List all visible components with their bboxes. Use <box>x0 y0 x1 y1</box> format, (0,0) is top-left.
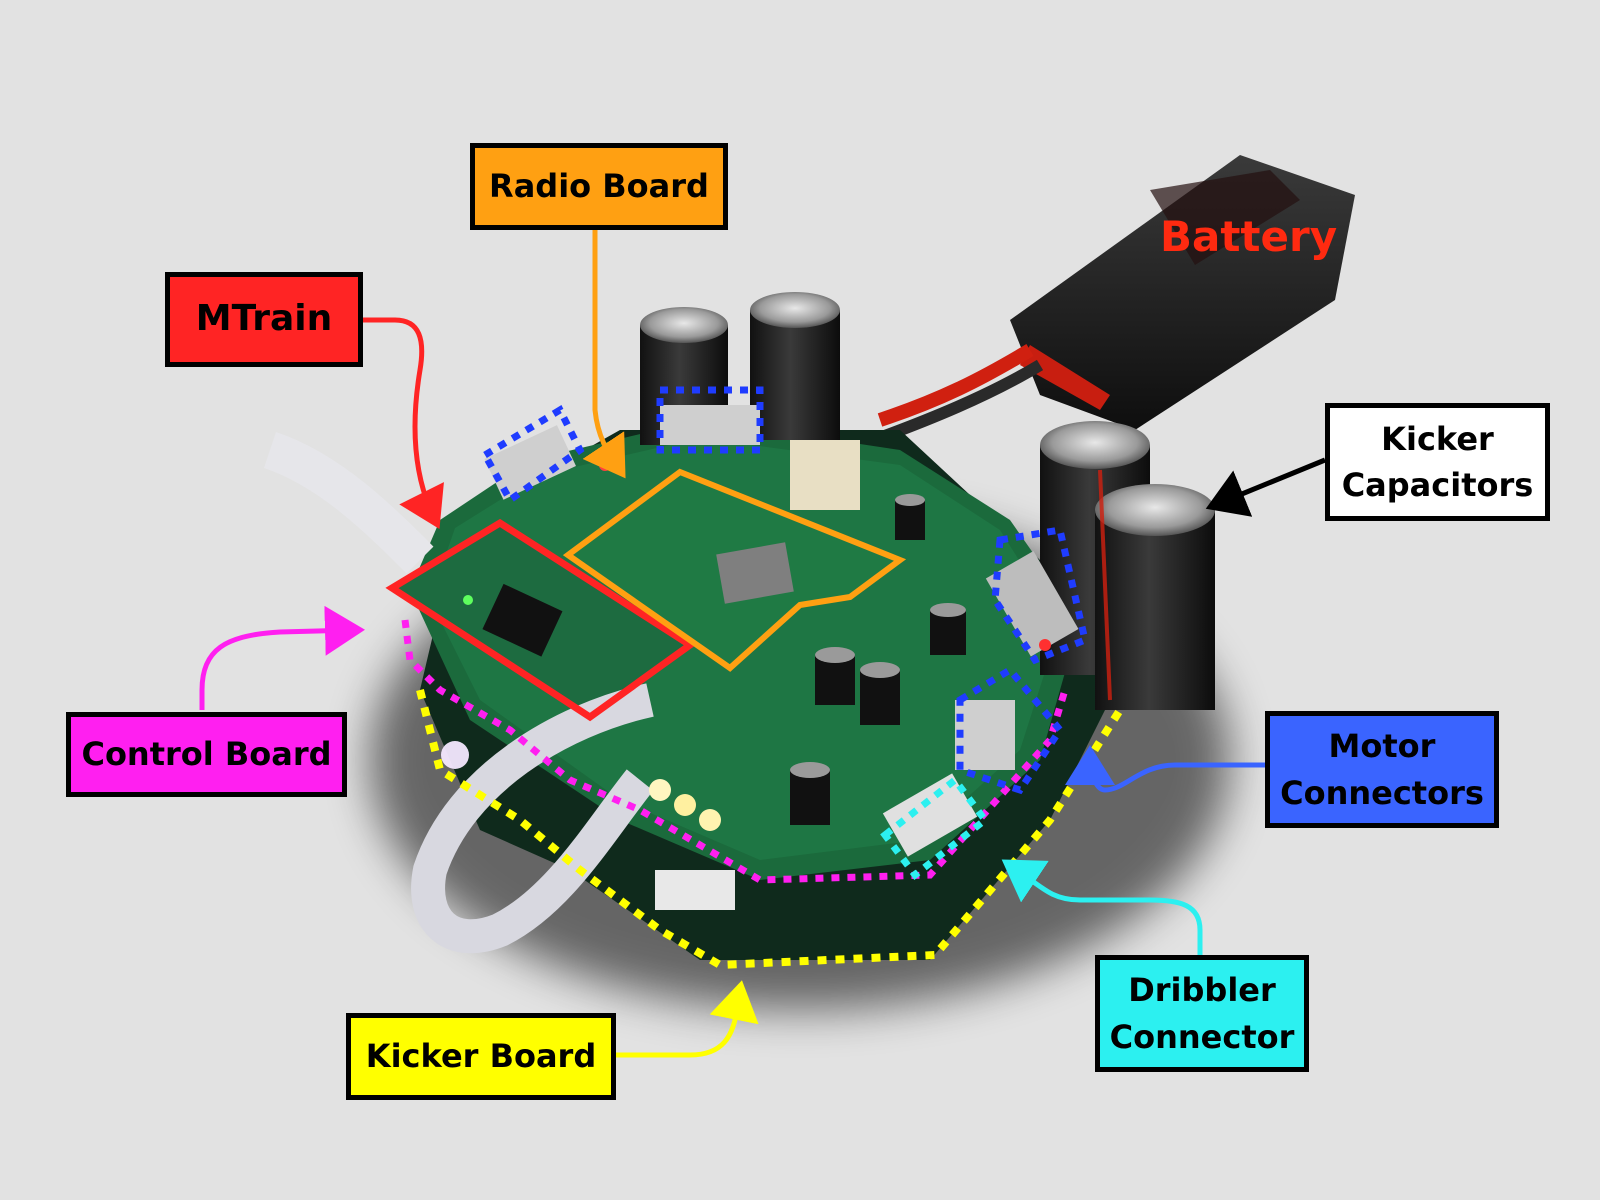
motor-connector-outline-2 <box>656 386 764 454</box>
connectors <box>484 405 1079 910</box>
motor-connector-outline-1 <box>480 405 585 506</box>
battery <box>857 155 1355 451</box>
kicker-capacitors-arrow <box>1205 457 1326 517</box>
status-leds <box>441 459 1051 831</box>
control-board-label: Control Board <box>66 712 347 797</box>
kicker-board-arrow <box>615 980 759 1058</box>
kicker-capacitors <box>1040 421 1215 710</box>
bulk-capacitors <box>640 292 840 445</box>
dribbler-connector-label-line2: Connector <box>1109 1017 1295 1056</box>
kicker-capacitors-label: Kicker Capacitors <box>1325 403 1550 521</box>
dribbler-connector-arrow <box>1001 859 1203 955</box>
mtrain-label-text: MTrain <box>195 298 333 340</box>
motor-connectors-arrow <box>1065 745 1265 793</box>
control-board-arrow <box>199 605 365 710</box>
mtrain-module <box>392 525 690 715</box>
mtrain-arrow <box>362 317 444 529</box>
radio-board-label-text: Radio Board <box>489 167 709 206</box>
radio-board-outline <box>562 468 907 672</box>
control-board-outline <box>401 619 1069 884</box>
kicker-board-label: Kicker Board <box>346 1013 616 1100</box>
kicker-board-label-text: Kicker Board <box>365 1037 597 1076</box>
motor-connectors-label-line2: Connectors <box>1280 773 1484 812</box>
radio-board <box>570 475 900 665</box>
motor-connector-outline-3 <box>991 526 1090 665</box>
motor-connectors-label: Motor Connectors <box>1265 711 1499 828</box>
radio-board-arrow <box>582 230 626 479</box>
motor-connectors-label-line1: Motor <box>1328 727 1436 766</box>
battery-label: Battery <box>1160 212 1338 261</box>
dribbler-connector-label: Dribbler Connector <box>1095 955 1309 1072</box>
kicker-capacitors-label-line2: Capacitors <box>1341 466 1534 504</box>
control-board-label-text: Control Board <box>81 735 332 774</box>
kicker-capacitors-label-line1: Kicker <box>1381 419 1494 458</box>
mtrain-outline <box>385 518 697 722</box>
ribbon-cable-loop <box>411 683 654 954</box>
small-capacitors <box>790 494 966 825</box>
radio-board-label: Radio Board <box>470 143 728 230</box>
dribbler-connector-label-line1: Dribbler <box>1128 971 1276 1010</box>
dribbler-connector-outline <box>880 775 990 880</box>
mtrain-label: MTrain <box>165 272 363 367</box>
ribbon-cable-top <box>263 431 434 574</box>
motor-connector-outline-4 <box>956 665 1065 795</box>
